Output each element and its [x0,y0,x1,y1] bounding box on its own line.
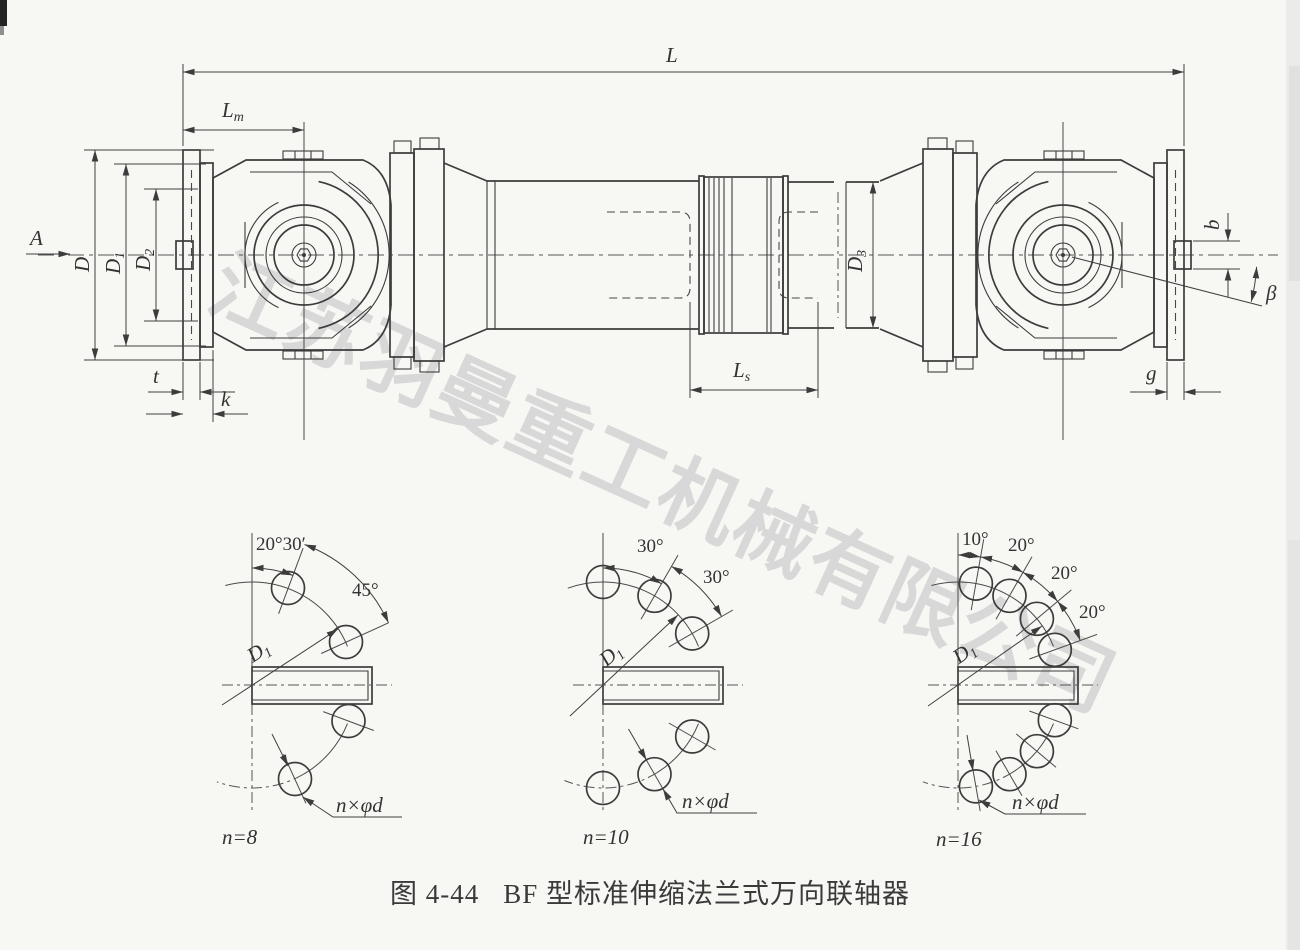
bolt-hole [1019,733,1055,769]
angle-label: 20° [1051,563,1078,584]
angle-label: 30° [703,567,730,588]
dim-label-t: t [153,364,160,388]
dim-label-Lm: Lm [221,98,244,125]
angle-label: 20° [1008,535,1035,556]
dim-label-beta: β [1265,281,1277,305]
beta-angle-line [1071,256,1263,307]
n-count-label-n10: n=10 [583,825,629,849]
telescopic-shaft [486,175,879,335]
bolt-hole [1037,702,1073,738]
holes-leader [978,799,1086,815]
dim-label-g: g [1146,361,1157,385]
dim-label-b: b [1200,220,1224,231]
bolt-hole [992,756,1027,792]
bolt-hole [331,703,366,739]
dim-label-D: D [70,257,94,273]
dim-label-L: L [665,43,678,67]
bolt-hole [1037,632,1073,668]
angle-label: 20° [1079,602,1106,623]
dimensions: A L Lm D D1 [26,43,1277,422]
d1-diameter-arrow [927,625,1043,707]
d1-diameter-arrow [569,614,679,717]
d1-label-n10: D1 [594,638,629,674]
holes-label-n10: n×φd [682,789,729,813]
dim-label-D2: D2 [131,249,158,272]
angle-label: 30° [637,536,664,557]
d1-label-n8: D1 [242,635,276,670]
bolt-hole [277,761,313,797]
dim-label-D3: D3 [843,250,870,273]
holes-label-n16: n×φd [1012,790,1059,814]
dim-label-D1: D1 [101,252,128,275]
holes-leader [302,796,402,818]
angle-label: 20°30′ [256,534,306,555]
figure-caption: 图 4-44 BF 型标准伸缩法兰式万向联轴器 [0,872,1300,911]
angle-label: 10° [962,529,989,550]
n-count-label-n16: n=16 [936,827,982,851]
figure-title: BF 型标准伸缩法兰式万向联轴器 [503,879,911,909]
dim-label-Ls: Ls [732,358,751,385]
bolt-hole [674,616,710,651]
angle-label: 45° [352,580,379,601]
bolt-hole [637,756,672,792]
holes-label-n8: n×φd [336,793,383,817]
left-joint-unit [175,122,488,440]
bolt-hole [328,624,364,660]
flange-pattern-n10: D1 30° 30° n×φd n=10 [564,533,757,849]
n-count-label-n8: n=8 [222,825,258,849]
bolt-hole [585,770,621,806]
flange-pattern-n16: D1 10° 20° 20° 20° n×φd n=16 [922,529,1106,851]
assembly-side-view: A L Lm D D1 [26,43,1278,441]
view-a-label: A [28,226,43,250]
bolt-hole [958,566,994,601]
holes-leader [662,788,757,814]
dim-label-k: k [221,387,231,411]
d1-diameter-arrow [221,628,339,706]
bolt-hole [674,719,710,754]
flange-pattern-n8: D1 20°30′ 45° n×φd n=8 [216,533,402,849]
figure-number: 图 4-44 [389,879,480,909]
bolt-hole [958,769,994,804]
